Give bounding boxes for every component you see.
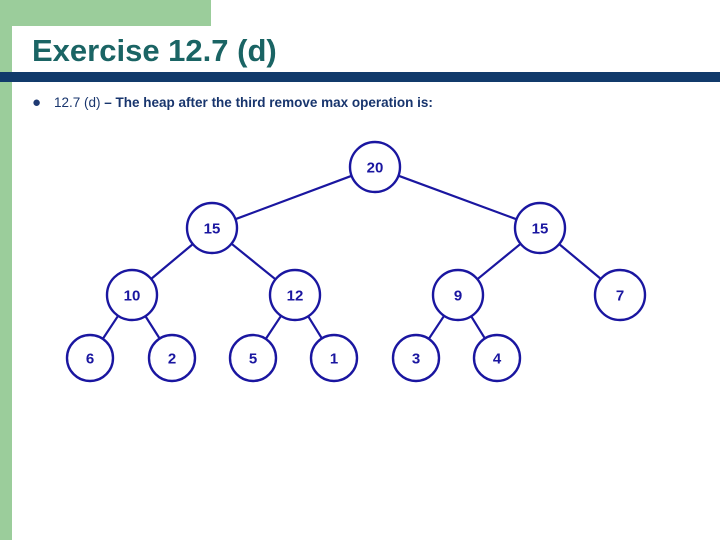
tree-edge bbox=[558, 242, 602, 280]
heap-tree-diagram: 20 15 15 10 12 9 7 6 2 5 1 3 4 bbox=[40, 130, 680, 400]
tree-node: 2 bbox=[147, 333, 197, 383]
tree-node-circle bbox=[105, 268, 159, 322]
tree-edge-layer bbox=[101, 174, 602, 340]
bullet-list-item: ● 12.7 (d) – The heap after the third re… bbox=[32, 93, 692, 113]
tree-node: 5 bbox=[228, 333, 278, 383]
tree-edge bbox=[397, 174, 518, 221]
tree-node-circle bbox=[65, 333, 115, 383]
tree-node-label: 1 bbox=[330, 351, 338, 368]
tree-node: 9 bbox=[431, 268, 485, 322]
tree-node-circle bbox=[513, 201, 567, 255]
tree-node: 10 bbox=[105, 268, 159, 322]
tree-node-label: 12 bbox=[287, 288, 304, 305]
tree-node-label: 5 bbox=[249, 351, 257, 368]
tree-edge bbox=[470, 315, 486, 340]
tree-node-circle bbox=[185, 201, 239, 255]
bullet-text-emphasis: – The heap after the third remove max op… bbox=[104, 95, 433, 110]
tree-node-circle bbox=[391, 333, 441, 383]
tree-edge bbox=[230, 242, 277, 281]
tree-node: 20 bbox=[348, 140, 402, 194]
tree-node-circle bbox=[268, 268, 322, 322]
tree-node: 1 bbox=[309, 333, 359, 383]
tree-node-circle bbox=[228, 333, 278, 383]
tree-node: 7 bbox=[593, 268, 647, 322]
tree-node-layer: 20 15 15 10 12 9 7 6 2 5 1 3 4 bbox=[65, 140, 647, 383]
tree-node-label: 15 bbox=[204, 221, 221, 238]
tree-node-circle bbox=[309, 333, 359, 383]
tree-node-circle bbox=[472, 333, 522, 383]
tree-node: 15 bbox=[185, 201, 239, 255]
tree-node-circle bbox=[147, 333, 197, 383]
heap-tree-svg: 20 15 15 10 12 9 7 6 2 5 1 3 4 bbox=[65, 140, 647, 383]
tree-node-label: 4 bbox=[493, 351, 502, 368]
tree-edge bbox=[307, 315, 323, 340]
tree-node-label: 6 bbox=[86, 351, 94, 368]
bullet-item-text: 12.7 (d) – The heap after the third remo… bbox=[54, 93, 433, 113]
green-left-strip-decoration bbox=[0, 0, 12, 540]
tree-node: 15 bbox=[513, 201, 567, 255]
tree-edge bbox=[150, 242, 194, 280]
tree-node-label: 10 bbox=[124, 288, 141, 305]
tree-node-label: 20 bbox=[367, 160, 384, 177]
tree-edge bbox=[264, 314, 283, 340]
bullet-text-lead: 12.7 (d) bbox=[54, 95, 105, 110]
tree-node: 4 bbox=[472, 333, 522, 383]
bullet-point-icon: ● bbox=[32, 94, 42, 111]
tree-edge bbox=[427, 314, 446, 340]
tree-edge bbox=[101, 314, 120, 340]
green-top-band-decoration bbox=[0, 0, 211, 26]
tree-edge bbox=[476, 242, 522, 281]
tree-node: 12 bbox=[268, 268, 322, 322]
tree-node: 6 bbox=[65, 333, 115, 383]
tree-edge bbox=[144, 315, 161, 340]
tree-node-label: 7 bbox=[616, 288, 624, 305]
tree-node-label: 3 bbox=[412, 351, 420, 368]
tree-node-label: 2 bbox=[168, 351, 176, 368]
tree-node-label: 15 bbox=[532, 221, 549, 238]
tree-node-label: 9 bbox=[454, 288, 462, 305]
tree-node-circle bbox=[431, 268, 485, 322]
tree-node-circle bbox=[593, 268, 647, 322]
tree-node-circle bbox=[348, 140, 402, 194]
title-underline-rule bbox=[0, 72, 720, 82]
tree-edge bbox=[234, 174, 353, 221]
tree-node: 3 bbox=[391, 333, 441, 383]
page-title: Exercise 12.7 (d) bbox=[32, 33, 277, 68]
